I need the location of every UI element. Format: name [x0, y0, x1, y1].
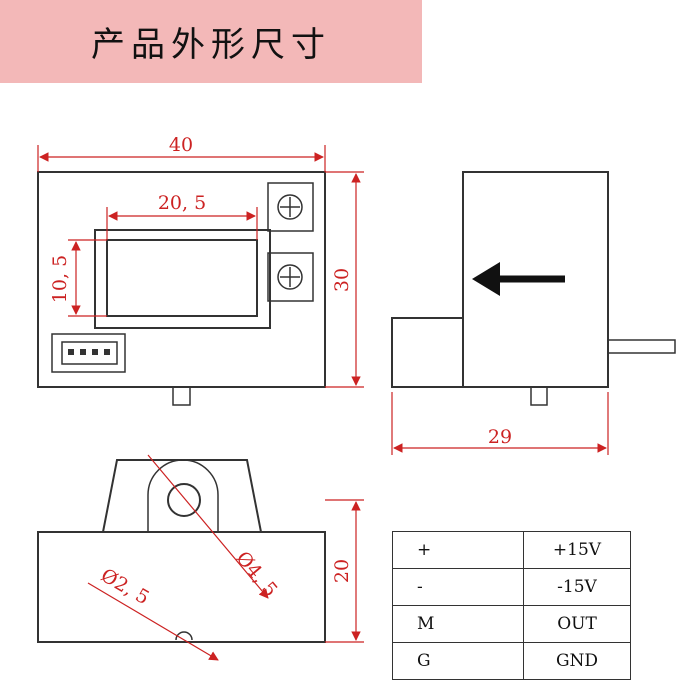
top-hole-boss — [147, 459, 219, 532]
side-dimensions — [391, 392, 609, 455]
top-screw-plate — [267, 182, 314, 232]
pin-cell: + — [392, 531, 524, 569]
signal-cell: -15V — [523, 568, 631, 606]
title-banner: 产品外形尺寸 — [0, 0, 422, 83]
current-direction-arrow-icon — [472, 262, 565, 296]
side-lead-pin — [607, 339, 676, 354]
window-outer — [94, 229, 271, 329]
top-screw-icon — [277, 194, 303, 220]
top-dimensions — [87, 454, 364, 661]
connector-pin — [68, 349, 74, 355]
table-row: + +15V — [392, 531, 631, 569]
dim-label-40: 40 — [169, 134, 193, 156]
front-dimensions — [37, 145, 364, 388]
dim-label-10-5: 10, 5 — [49, 255, 71, 303]
pin-cell: M — [392, 605, 524, 643]
leader-hole-2-5 — [87, 582, 219, 661]
connector-outline — [51, 333, 126, 373]
pin-cell: - — [392, 568, 524, 606]
mounting-hole — [167, 483, 201, 517]
dim-label-20-5: 20, 5 — [158, 192, 206, 214]
table-row: G GND — [392, 642, 631, 680]
connector-pin — [104, 349, 110, 355]
bottom-screw-plate — [267, 252, 314, 302]
side-view — [391, 171, 676, 406]
top-body-outline — [37, 531, 326, 643]
signal-cell: OUT — [523, 605, 631, 643]
dim-label-20: 20 — [331, 559, 353, 583]
top-view — [37, 459, 326, 643]
page-title: 产品外形尺寸 — [91, 25, 331, 65]
connector-pin — [80, 349, 86, 355]
side-connector-block — [391, 317, 464, 388]
front-view — [37, 171, 326, 406]
small-hole — [175, 631, 193, 641]
signal-cell: +15V — [523, 531, 631, 569]
front-bottom-pin — [172, 386, 191, 406]
side-bottom-pin — [530, 386, 548, 406]
pin-cell: G — [392, 642, 524, 680]
table-row: - -15V — [392, 568, 631, 606]
connector-inner — [61, 341, 118, 365]
dim-label-30: 30 — [331, 268, 353, 292]
bottom-screw-icon — [277, 264, 303, 290]
dim-label-hole-2-5: Ø2, 5 — [97, 564, 153, 609]
dim-label-29: 29 — [488, 426, 512, 448]
dim-label-hole-4-5: Ø4, 5 — [232, 547, 282, 601]
table-row: M OUT — [392, 605, 631, 643]
connector-pin — [92, 349, 98, 355]
leader-hole-4-5 — [147, 454, 269, 599]
signal-cell: GND — [523, 642, 631, 680]
pin-table: + +15V - -15V M OUT G GND — [392, 531, 631, 680]
window-inner — [106, 239, 258, 317]
